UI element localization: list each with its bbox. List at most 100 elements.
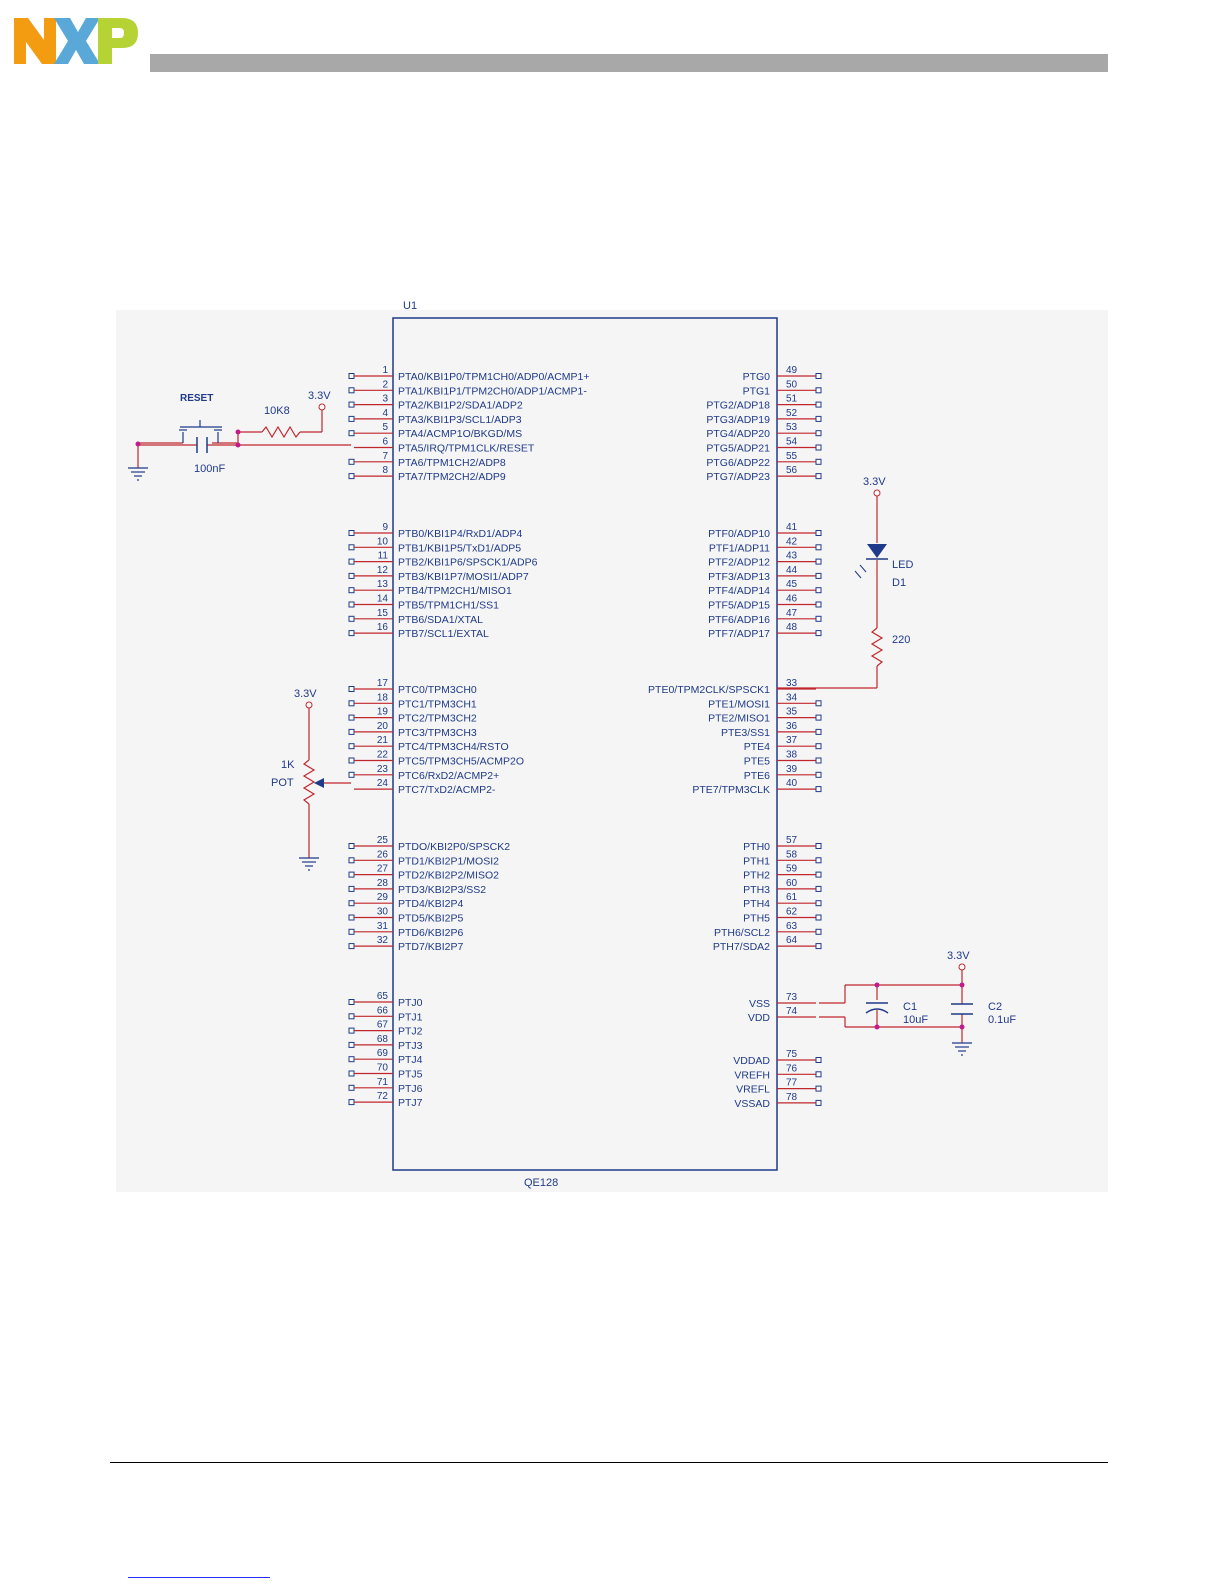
pin-name: PTH0 (743, 841, 770, 853)
pin-number: 64 (786, 935, 798, 946)
pin-name: PTF1/ADP11 (709, 542, 770, 554)
pin-number: 76 (786, 1063, 798, 1074)
pin-number: 78 (786, 1092, 798, 1103)
logo-x (54, 18, 100, 64)
pin-name: PTC7/TxD2/ACMP2- (398, 784, 496, 796)
pin-number: 40 (786, 778, 798, 789)
pin-number: 32 (377, 935, 389, 946)
pin-number: 20 (377, 721, 389, 732)
footer-rule (110, 1462, 1108, 1463)
c2-ref: C2 (988, 1001, 1002, 1013)
pin-name: PTG0 (743, 371, 771, 383)
pin-number: 16 (377, 622, 389, 633)
pin-name: PTH4 (743, 898, 770, 910)
pin-number: 38 (786, 750, 798, 761)
pin-number: 65 (377, 991, 389, 1002)
pin-name: PTB2/KBI1P6/SPSCK1/ADP6 (398, 557, 538, 569)
pin-number: 10 (377, 536, 389, 547)
pin-number: 74 (786, 1006, 798, 1017)
pot-label: POT (271, 777, 294, 789)
pin-name: PTB0/KBI1P4/RxD1/ADP4 (398, 528, 522, 540)
pin-name: PTJ6 (398, 1083, 423, 1095)
pin-number: 46 (786, 594, 798, 605)
pin-number: 21 (377, 735, 389, 746)
pin-name: PTD4/KBI2P4 (398, 898, 464, 910)
pin-number: 5 (382, 422, 388, 433)
chip-ref: U1 (403, 300, 417, 312)
pin-name: PTA2/KBI1P2/SDA1/ADP2 (398, 400, 523, 412)
supply-label: 3.3V (863, 476, 886, 488)
pin-name: PTB5/TPM1CH1/SS1 (398, 600, 499, 612)
pin-number: 37 (786, 735, 798, 746)
footer-link-underline (128, 1577, 270, 1578)
decoupling-circuit (819, 970, 963, 1043)
pin-name: PTA6/TPM1CH2/ADP8 (398, 457, 506, 469)
pin-name: PTC2/TPM3CH2 (398, 713, 477, 725)
pin-name: PTF3/ADP13 (708, 571, 770, 583)
reset-circuit (137, 410, 351, 468)
pin-name: PTA5/IRQ/TPM1CLK/RESET (398, 443, 535, 455)
pin-name: PTF7/ADP17 (708, 628, 770, 640)
right-pin-group: 49PTG050PTG151PTG2/ADP1852PTG3/ADP1953PT… (648, 365, 822, 1110)
pin-number: 14 (377, 594, 389, 605)
schematic-background (116, 310, 1108, 1192)
pin-name: PTA4/ACMP1O/BKGD/MS (398, 428, 522, 440)
pin-name: PTC0/TPM3CH0 (398, 684, 477, 696)
pin-number: 27 (377, 864, 389, 875)
supply-icon (958, 963, 966, 971)
c2-value: 0.1uF (988, 1014, 1016, 1026)
res-10k8-label: 10K8 (264, 405, 290, 417)
nxp-logo (14, 18, 138, 64)
pin-name: PTD7/KBI2P7 (398, 941, 464, 953)
pin-name: PTB1/KBI1P5/TxD1/ADP5 (398, 542, 521, 554)
pin-name: VREFL (736, 1084, 770, 1096)
pin-name: PTC1/TPM3CH1 (398, 698, 477, 710)
pin-name: PTC6/RxD2/ACMP2+ (398, 770, 499, 782)
pin-number: 63 (786, 921, 798, 932)
pin-name: PTJ1 (398, 1011, 423, 1023)
pin-number: 70 (377, 1063, 389, 1074)
cap-c2-icon (951, 1003, 973, 1015)
junction-dot (959, 982, 965, 988)
pin-number: 60 (786, 878, 798, 889)
pin-name: PTE4 (744, 741, 770, 753)
pin-number: 56 (786, 465, 798, 476)
pin-name: PTC3/TPM3CH3 (398, 727, 477, 739)
pin-name: PTE6 (744, 770, 770, 782)
pin-number: 50 (786, 379, 798, 390)
junction-dot (135, 441, 141, 447)
pin-number: 67 (377, 1020, 389, 1031)
pin-number: 45 (786, 579, 798, 590)
